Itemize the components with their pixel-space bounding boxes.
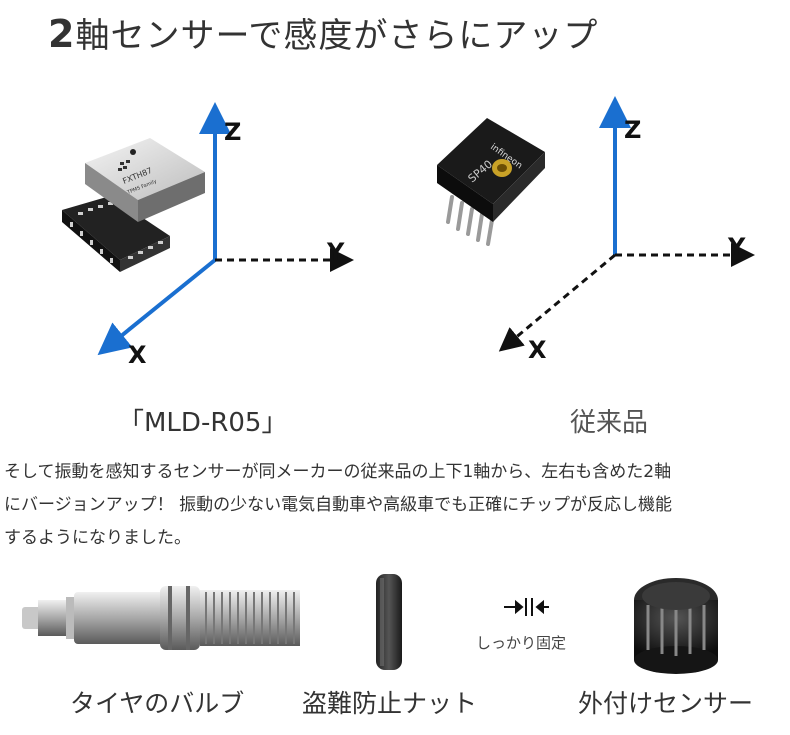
z-axis-label: Z: [224, 118, 241, 146]
x-axis-arrow: [498, 253, 616, 352]
x-axis-label: X: [128, 341, 147, 369]
title-text: 軸センサーで感度がさらにアップ: [75, 16, 599, 56]
description-line: するようになりました。: [4, 528, 191, 548]
z-axis-label: Z: [624, 116, 641, 144]
x-axis-label: X: [528, 336, 547, 364]
title-number: 2: [48, 12, 76, 56]
sensor-chip-image: infineon SP40: [437, 118, 545, 246]
fix-label: しっかり固定: [476, 634, 567, 652]
x-axis-arrow: [97, 258, 217, 356]
left-axis-diagram: FXTH87 TPMS Family Z Y X: [62, 102, 354, 369]
description-line: そして振動を感知するセンサーが同メーカーの従来品の上下1軸から、左右も含めた2軸: [4, 462, 672, 482]
anti-theft-nut-image: [376, 574, 402, 670]
left-caption: 「MLD-R05」: [118, 408, 288, 438]
description-line: にバージョンアップ！ 振動の少ない電気自動車や高級車でも正確にチップが反応し機能: [4, 495, 673, 515]
valve-label: タイヤのバルブ: [70, 689, 245, 718]
y-axis-label: Y: [326, 238, 345, 266]
right-axis-diagram: infineon SP40 Z Y X: [437, 96, 755, 364]
tighten-icon: [504, 598, 549, 616]
right-caption: 従来品: [570, 408, 649, 438]
page-title: 2軸センサーで感度がさらにアップ: [48, 8, 598, 57]
y-axis-label: Y: [727, 233, 746, 261]
description-text: そして振動を感知するセンサーが同メーカーの従来品の上下1軸から、左右も含めた2軸…: [4, 456, 788, 555]
sensor-label: 外付けセンサー: [578, 689, 754, 718]
nut-label: 盗難防止ナット: [302, 689, 478, 718]
tire-valve-image: [22, 586, 300, 650]
external-sensor-image: [634, 578, 718, 674]
sensor-chip-image: FXTH87 TPMS Family: [62, 138, 205, 272]
